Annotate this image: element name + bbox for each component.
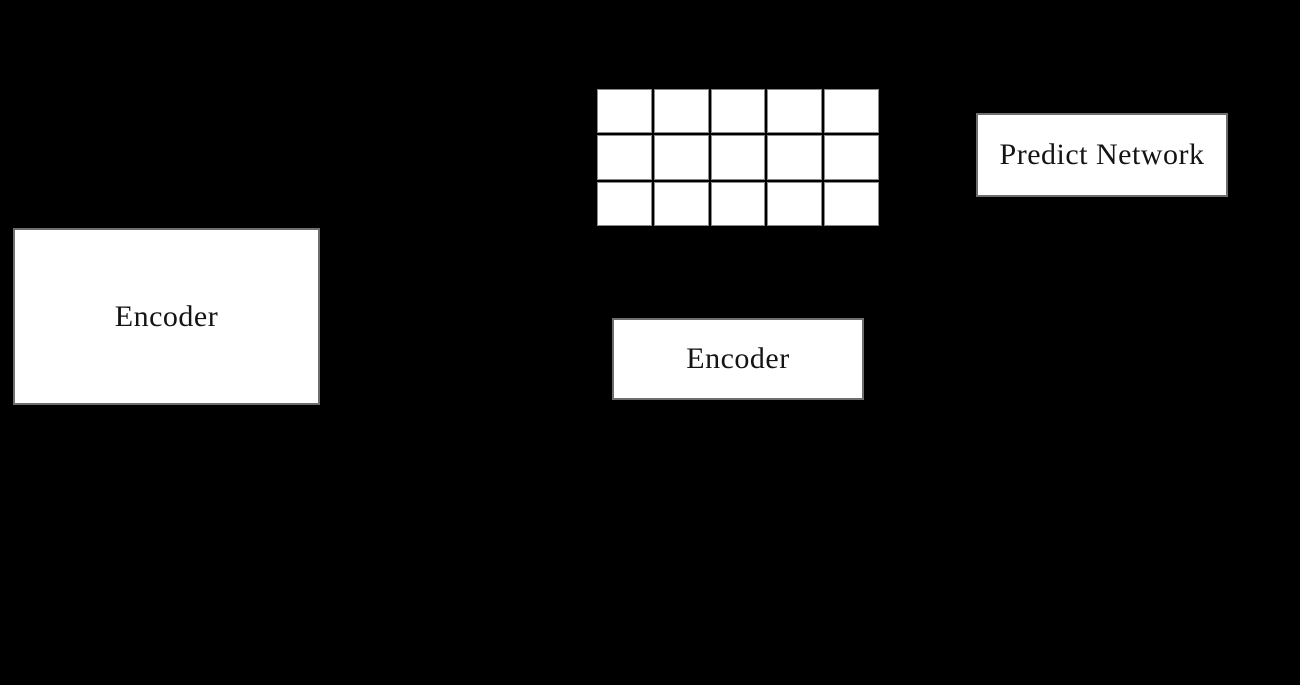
grid-cell — [654, 182, 708, 225]
grid-cell — [768, 136, 822, 179]
encoder-left-label: Encoder — [114, 299, 219, 333]
grid-cell — [598, 182, 651, 225]
encoder-middle-label: Encoder — [686, 342, 790, 375]
grid-cell — [711, 90, 765, 133]
predict-network-box: Predict Network — [976, 113, 1228, 197]
grid-cell — [598, 136, 651, 179]
grid-cell — [825, 182, 878, 225]
encoder-middle-box: Encoder — [612, 318, 864, 400]
grid-cell — [825, 90, 878, 133]
feature-grid — [596, 88, 880, 227]
grid-cell — [825, 136, 878, 179]
grid-cell — [711, 136, 765, 179]
grid-cell — [711, 182, 765, 225]
predict-network-label: Predict Network — [999, 138, 1205, 171]
grid-cell — [654, 136, 708, 179]
grid-cell — [654, 90, 708, 133]
encoder-left-box: Encoder — [13, 228, 320, 405]
grid-cell — [768, 90, 822, 133]
grid-cell — [598, 90, 651, 133]
grid-cell — [768, 182, 822, 225]
